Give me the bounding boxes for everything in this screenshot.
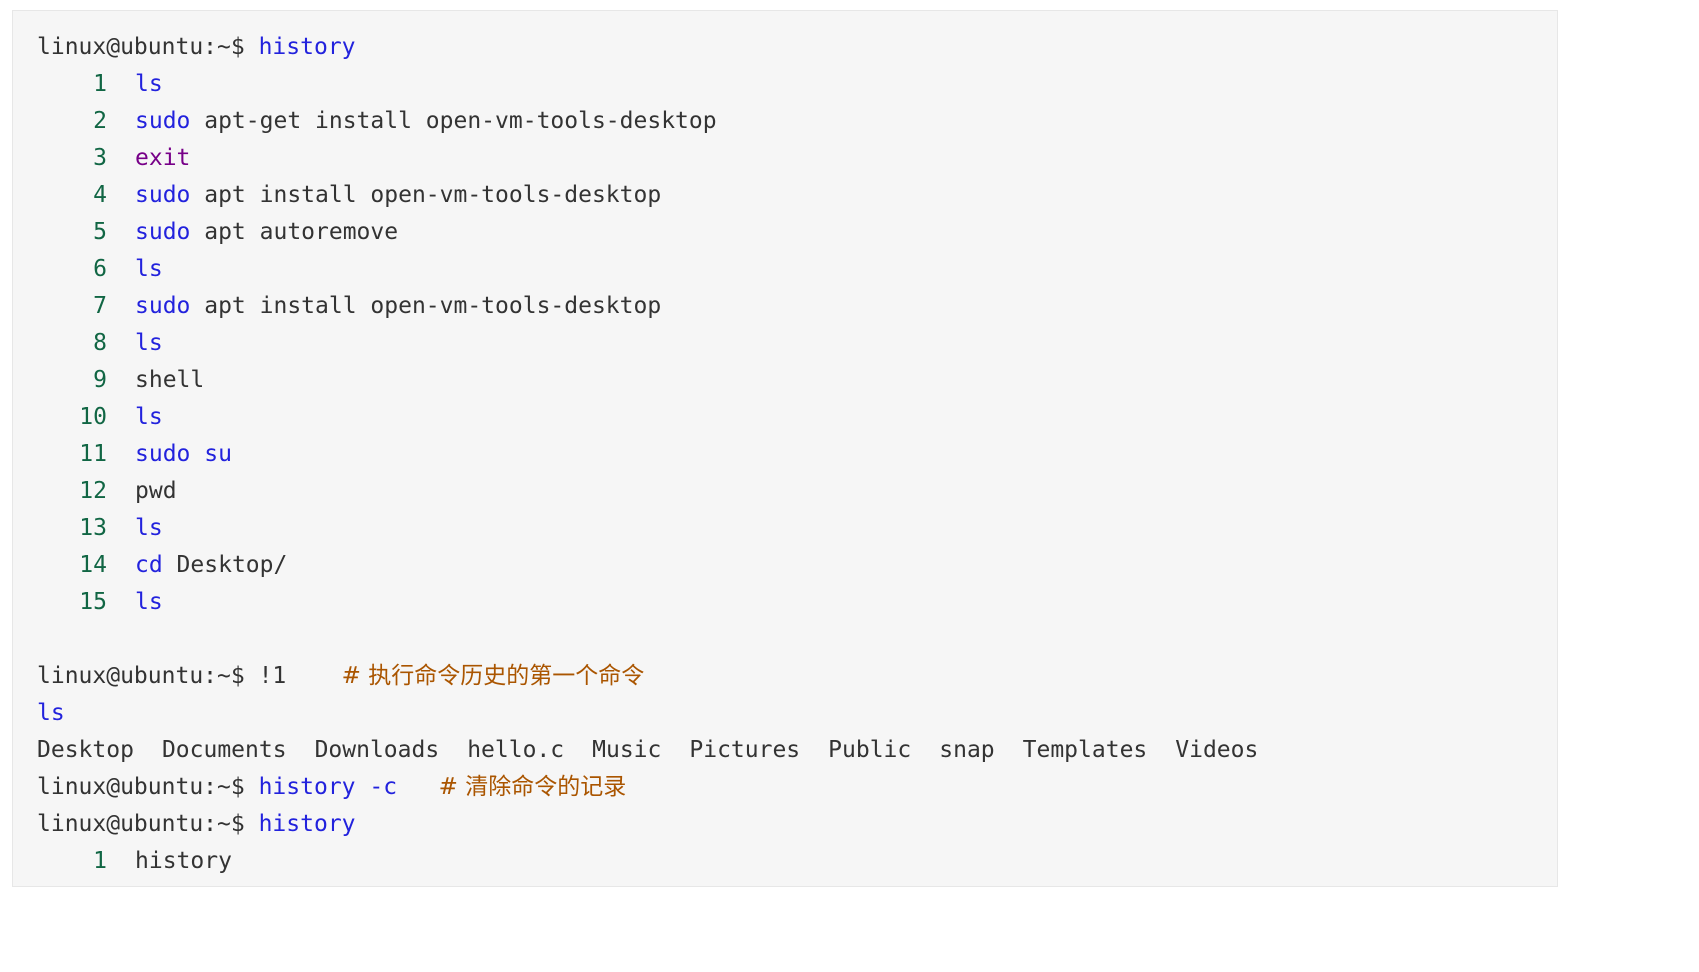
ls-entry: hello.c xyxy=(467,737,565,763)
history-number: 1 xyxy=(93,848,107,874)
shell-prompt: linux@ubuntu:~$ xyxy=(37,34,245,60)
ls-entry: Public xyxy=(828,737,912,763)
history-entry: 2 sudo apt-get install open-vm-tools-desk… xyxy=(37,103,1557,140)
history-command: sudo apt install open-vm-tools-desktop xyxy=(135,288,661,325)
command-token: cd xyxy=(135,552,163,578)
command-token: ls xyxy=(135,71,163,97)
history-number: 11 xyxy=(79,441,107,467)
command-token: sudo xyxy=(135,182,191,208)
history-command: exit xyxy=(135,140,190,177)
history-number: 15 xyxy=(79,589,107,615)
command-token: sudo xyxy=(135,108,191,134)
history-command: sudo su xyxy=(135,436,232,473)
history-command: ls xyxy=(135,584,163,621)
history-entry: 1 ls xyxy=(37,66,1557,103)
command-token: Desktop/ xyxy=(162,552,288,578)
history-number: 3 xyxy=(93,145,107,171)
history-command: ls xyxy=(135,251,163,288)
history-command: sudo apt autoremove xyxy=(135,214,398,251)
code-block: linux@ubuntu:~$ history 1 ls 2 sudo apt-get… xyxy=(12,10,1558,887)
command-token: su xyxy=(190,441,232,467)
command-text: history xyxy=(258,811,356,837)
comment-text: # 清除命令的记录 xyxy=(438,774,627,800)
history-number: 4 xyxy=(93,182,107,208)
ls-entry: Videos xyxy=(1175,737,1259,763)
history-entry: 8 ls xyxy=(37,325,1557,362)
command-text: !1 xyxy=(244,663,287,689)
command-token: exit xyxy=(135,145,191,171)
shell-prompt: linux@ubuntu:~$ xyxy=(37,663,245,689)
history-entry: 6 ls xyxy=(37,251,1557,288)
command-token: sudo xyxy=(135,293,191,319)
echo-line: ls xyxy=(37,700,65,726)
history-entry: 12 pwd xyxy=(37,473,1557,510)
history-command: sudo apt-get install open-vm-tools-deskt… xyxy=(135,103,717,140)
command-token: apt install open-vm-tools-desktop xyxy=(190,182,662,208)
history-number: 5 xyxy=(93,219,107,245)
history-entry: 11 sudo su xyxy=(37,436,1557,473)
history-number: 8 xyxy=(93,330,107,356)
history-command: cd Desktop/ xyxy=(135,547,287,584)
command-token: ls xyxy=(135,330,163,356)
ls-output-line: Desktop Documents Downloads hello.c Music Pic… xyxy=(37,732,1557,769)
history-command: sudo apt install open-vm-tools-desktop xyxy=(135,177,661,214)
command-token: ls xyxy=(135,256,163,282)
command-token: ls xyxy=(135,589,163,615)
command-token: sudo xyxy=(135,441,191,467)
history-command: history xyxy=(135,848,232,874)
history-entry: 9 shell xyxy=(37,362,1557,399)
history-number: 14 xyxy=(79,552,107,578)
ls-entry: Music xyxy=(592,737,662,763)
prompt-line-bang: linux@ubuntu:~$ !1 # 执行命令历史的第一个命令 xyxy=(37,658,1557,695)
history-number: 7 xyxy=(93,293,107,319)
history-number: 9 xyxy=(93,367,107,393)
command-token: shell xyxy=(135,367,205,393)
command-token: sudo xyxy=(135,219,191,245)
history-number: 13 xyxy=(79,515,107,541)
ls-entry: Pictures xyxy=(689,737,801,763)
history-command: ls xyxy=(135,510,163,547)
history-list: 1 ls 2 sudo apt-get install open-vm-tools-d… xyxy=(37,66,1557,621)
history-command: ls xyxy=(135,325,163,362)
history-entry: 10 ls xyxy=(37,399,1557,436)
shell-prompt: linux@ubuntu:~$ xyxy=(37,811,245,837)
history-number: 12 xyxy=(79,478,107,504)
ls-entry: snap xyxy=(939,737,995,763)
history-command: ls xyxy=(135,66,163,103)
command-text: history xyxy=(258,34,356,60)
command-token: pwd xyxy=(135,478,177,504)
command-token: ls xyxy=(135,404,163,430)
ls-entry: Downloads xyxy=(314,737,440,763)
history-number: 1 xyxy=(93,71,107,97)
history-number: 10 xyxy=(79,404,107,430)
command-token: apt install open-vm-tools-desktop xyxy=(190,293,662,319)
shell-prompt: linux@ubuntu:~$ xyxy=(37,774,245,800)
history-command: ls xyxy=(135,399,163,436)
history-entry: 1 history xyxy=(37,843,1557,880)
history-entry: 7 sudo apt install open-vm-tools-desktop xyxy=(37,288,1557,325)
command-token: ls xyxy=(135,515,163,541)
comment-text: # 执行命令历史的第一个命令 xyxy=(341,663,645,689)
ls-entry: Desktop xyxy=(37,737,134,763)
prompt-line-history-clear: linux@ubuntu:~$ history -c # 清除命令的记录 xyxy=(37,769,1557,806)
command-token: apt-get install open-vm-tools-desktop xyxy=(190,108,717,134)
command-text: history -c xyxy=(258,774,398,800)
blank-line xyxy=(37,621,1557,658)
history-entry: 15 ls xyxy=(37,584,1557,621)
history-entry: 3 exit xyxy=(37,140,1557,177)
command-token: apt autoremove xyxy=(190,219,399,245)
ls-entry: Templates xyxy=(1022,737,1148,763)
history-number: 2 xyxy=(93,108,107,134)
history-entry: 13 ls xyxy=(37,510,1557,547)
ls-entry: Documents xyxy=(161,737,287,763)
history-command: shell xyxy=(135,362,204,399)
history-number: 6 xyxy=(93,256,107,282)
history-entry: 14 cd Desktop/ xyxy=(37,547,1557,584)
prompt-line-history-final: linux@ubuntu:~$ history xyxy=(37,806,1557,843)
history-entry: 5 sudo apt autoremove xyxy=(37,214,1557,251)
history-command: pwd xyxy=(135,473,177,510)
prompt-line-history: linux@ubuntu:~$ history xyxy=(37,29,1557,66)
history-entry: 4 sudo apt install open-vm-tools-desktop xyxy=(37,177,1557,214)
